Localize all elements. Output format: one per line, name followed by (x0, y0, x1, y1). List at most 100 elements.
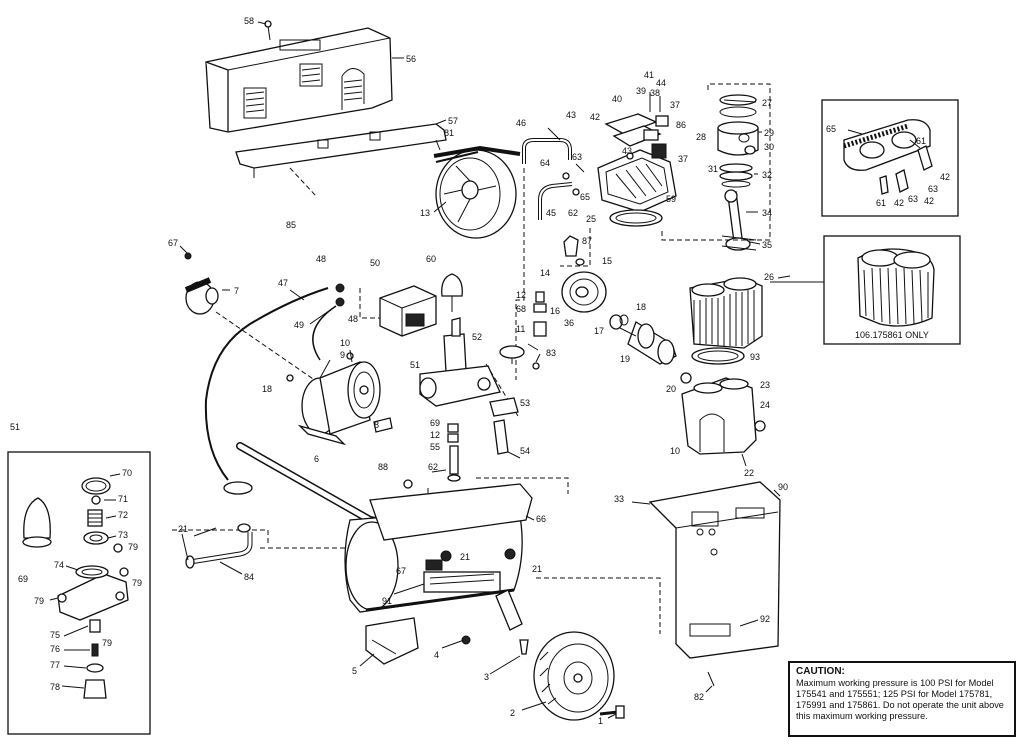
caution-notice: CAUTION: Maximum working pressure is 100… (788, 661, 1016, 737)
callout-65: 65 (580, 192, 590, 202)
callout-67a: 67 (168, 238, 178, 248)
callout-9: 9 (340, 350, 345, 360)
callout-42a: 42 (590, 112, 600, 122)
callout-56: 56 (406, 54, 416, 64)
callout-21a: 21 (178, 524, 188, 534)
callout-63a: 63 (572, 152, 582, 162)
check-valve-fittings (499, 291, 547, 370)
callout-12b: 12 (430, 430, 440, 440)
callout-14: 14 (540, 268, 550, 278)
callout-20: 20 (666, 384, 676, 394)
crankcase (681, 377, 766, 467)
callout-21c: 21 (532, 564, 542, 574)
inset-cylinder-caption: 106.175861 ONLY (855, 330, 929, 340)
callout-48a: 48 (316, 254, 326, 264)
callout-65-inset: 65 (826, 124, 836, 134)
callout-92: 92 (760, 614, 770, 624)
callout-76: 76 (50, 644, 60, 654)
callout-25: 25 (586, 214, 596, 224)
inset-regulator-box (7, 451, 151, 735)
callout-31: 31 (708, 164, 718, 174)
callout-3: 3 (484, 672, 489, 682)
callout-77: 77 (50, 660, 60, 670)
flywheel-pulley (433, 145, 521, 239)
callout-48b: 48 (348, 314, 358, 324)
callout-88: 88 (378, 462, 388, 472)
callout-62b: 62 (428, 462, 438, 472)
callout-7: 7 (234, 286, 239, 296)
callout-72: 72 (118, 510, 128, 520)
callout-29: 29 (764, 128, 774, 138)
callout-21b: 21 (460, 552, 470, 562)
cylinder-block (689, 277, 763, 365)
callout-59: 59 (666, 194, 676, 204)
drain-tube (185, 523, 253, 569)
callout-64: 64 (540, 158, 550, 168)
callout-79c: 79 (34, 596, 44, 606)
air-tank (344, 483, 533, 631)
callout-91: 91 (382, 596, 392, 606)
callout-61b-inset: 61 (876, 198, 886, 208)
callout-24: 24 (760, 400, 770, 410)
caution-text: Maximum working pressure is 100 PSI for … (796, 678, 1004, 721)
callout-22: 22 (744, 468, 754, 478)
callout-81: 81 (444, 128, 454, 138)
regulator-knob (441, 273, 463, 312)
callout-79d: 79 (102, 638, 112, 648)
callout-23: 23 (760, 380, 770, 390)
callout-74: 74 (54, 560, 64, 570)
callout-51b: 51 (10, 422, 20, 432)
callout-70: 70 (122, 468, 132, 478)
piston-group (717, 94, 759, 251)
crankshaft (619, 321, 692, 384)
callout-32: 32 (762, 170, 772, 180)
callout-90: 90 (778, 482, 788, 492)
callout-37a: 37 (670, 100, 680, 110)
callout-2: 2 (510, 708, 515, 718)
belt-guard-shroud (205, 27, 393, 133)
callout-1: 1 (598, 716, 603, 726)
tank-fittings (403, 419, 509, 489)
callout-57: 57 (448, 116, 458, 126)
cylinder-head-assembly (562, 92, 677, 227)
electric-motor (286, 359, 393, 446)
callout-79b: 79 (132, 578, 142, 588)
callout-69b: 69 (18, 574, 28, 584)
callout-42c-inset: 42 (894, 198, 904, 208)
callout-52: 52 (472, 332, 482, 342)
callout-53: 53 (520, 398, 530, 408)
callout-5: 5 (352, 666, 357, 676)
callout-83: 83 (546, 348, 556, 358)
callout-42b-inset: 42 (940, 172, 950, 182)
callout-17: 17 (594, 326, 604, 336)
callout-61a-inset: 61 (916, 136, 926, 146)
callout-85: 85 (286, 220, 296, 230)
callout-10b: 10 (670, 446, 680, 456)
callout-67b: 67 (396, 566, 406, 576)
callout-63c-inset: 63 (908, 194, 918, 204)
callout-63b-inset: 63 (928, 184, 938, 194)
callout-28: 28 (696, 132, 706, 142)
callout-93: 93 (750, 352, 760, 362)
caution-title: CAUTION: (796, 666, 845, 677)
callout-49: 49 (294, 320, 304, 330)
callout-41: 41 (644, 70, 654, 80)
belt-guard-rear (648, 481, 781, 687)
callout-86: 86 (676, 120, 686, 130)
callout-13: 13 (420, 208, 430, 218)
callout-4: 4 (434, 650, 439, 660)
callout-58: 58 (244, 16, 254, 26)
callout-10a: 10 (340, 338, 350, 348)
callout-68: 68 (516, 304, 526, 314)
belt-guard-bracket (235, 123, 447, 197)
callout-87: 87 (582, 236, 592, 246)
callout-82: 82 (694, 692, 704, 702)
regulator-manifold (346, 317, 519, 417)
crankcase-cover-parts (561, 235, 629, 330)
callout-30: 30 (764, 142, 774, 152)
callout-43a: 43 (566, 110, 576, 120)
callout-73: 73 (118, 530, 128, 540)
callout-42d-inset: 42 (924, 196, 934, 206)
callout-36: 36 (564, 318, 574, 328)
